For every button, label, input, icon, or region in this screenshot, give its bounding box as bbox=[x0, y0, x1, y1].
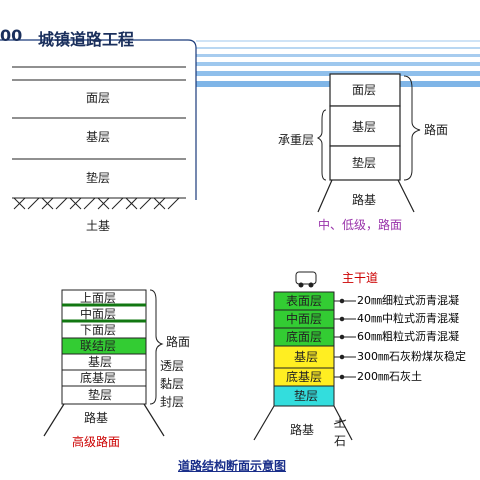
rb-layer-base: 基层 bbox=[294, 350, 319, 364]
right-top-pavement-brace bbox=[403, 75, 421, 181]
lb-layer-base: 基层 bbox=[88, 355, 113, 369]
rt-pavement-label: 路面 bbox=[424, 123, 449, 137]
right-top-bearing-brace bbox=[316, 109, 327, 181]
lb-subgrade-label: 路基 bbox=[84, 411, 109, 425]
rb-layer-subbase: 底基层 bbox=[286, 370, 323, 384]
rt-subgrade-label: 路基 bbox=[352, 193, 377, 207]
lt-layer-cushion: 垫层 bbox=[86, 171, 111, 185]
rt-layer-base: 基层 bbox=[352, 120, 377, 134]
rt-layer-surface: 面层 bbox=[352, 83, 377, 97]
right-top-stack bbox=[329, 73, 401, 181]
left-bottom-embankment bbox=[43, 403, 165, 437]
rt-bearing-label: 承重层 bbox=[278, 133, 315, 147]
rb-material-3: 60㎜粗粒式沥青混凝 bbox=[357, 330, 459, 343]
material-arrows bbox=[334, 298, 356, 380]
left-bottom-green-lines bbox=[62, 303, 146, 323]
lb-function-seal: 封层 bbox=[160, 395, 185, 409]
lt-soil-label: 土基 bbox=[86, 219, 111, 233]
rb-subgrade-label: 路基 bbox=[290, 423, 315, 437]
lt-layer-surface: 面层 bbox=[86, 91, 111, 105]
lb-layer-lower: 下面层 bbox=[80, 323, 117, 337]
lb-layer-subbase: 底基层 bbox=[80, 371, 117, 385]
right-bottom-embankment bbox=[253, 405, 353, 441]
diagram-caption: 道路结构断面示意图 bbox=[178, 459, 287, 473]
rt-layer-cushion: 垫层 bbox=[352, 156, 377, 170]
left-top-lines bbox=[12, 66, 186, 199]
lb-layer-cushion: 垫层 bbox=[88, 388, 113, 402]
soil-hatching bbox=[13, 197, 180, 210]
section-number: 00 bbox=[0, 26, 23, 45]
soil-pointer bbox=[333, 419, 347, 425]
car-icon bbox=[295, 271, 317, 288]
lb-layer-middle: 中面层 bbox=[80, 307, 117, 321]
lb-function-prime: 透层 bbox=[160, 359, 185, 373]
rb-material-5: 200㎜石灰土 bbox=[357, 370, 422, 383]
title-frame bbox=[0, 39, 197, 200]
page-title: 城镇道路工程 bbox=[38, 30, 135, 49]
rb-material-1: 20㎜细粒式沥青混凝 bbox=[357, 294, 459, 307]
rb-road-type: 主干道 bbox=[342, 271, 379, 285]
lb-caption: 高级路面 bbox=[72, 435, 121, 449]
rb-layer-bottom: 底面层 bbox=[286, 330, 323, 344]
rb-material-2: 40㎜中粒式沥青混凝 bbox=[357, 312, 459, 325]
lb-layer-upper: 上面层 bbox=[80, 291, 117, 305]
right-bottom-stack bbox=[273, 291, 335, 407]
rb-layer-cushion: 垫层 bbox=[294, 389, 319, 403]
rb-layer-surface: 表面层 bbox=[286, 294, 323, 308]
rb-soil-label: 土石 bbox=[334, 416, 347, 448]
lb-function-tack: 黏层 bbox=[160, 377, 185, 391]
left-bottom-pavement-brace bbox=[149, 289, 164, 405]
right-top-embankment bbox=[317, 179, 415, 213]
lb-pavement-label: 路面 bbox=[166, 335, 191, 349]
rb-layer-middle: 中面层 bbox=[286, 312, 323, 326]
rb-material-4: 300㎜石灰粉煤灰稳定 bbox=[357, 350, 466, 363]
lb-layer-binder: 联结层 bbox=[80, 339, 117, 353]
rt-caption: 中、低级，路面 bbox=[318, 218, 403, 232]
lt-layer-base: 基层 bbox=[86, 130, 111, 144]
